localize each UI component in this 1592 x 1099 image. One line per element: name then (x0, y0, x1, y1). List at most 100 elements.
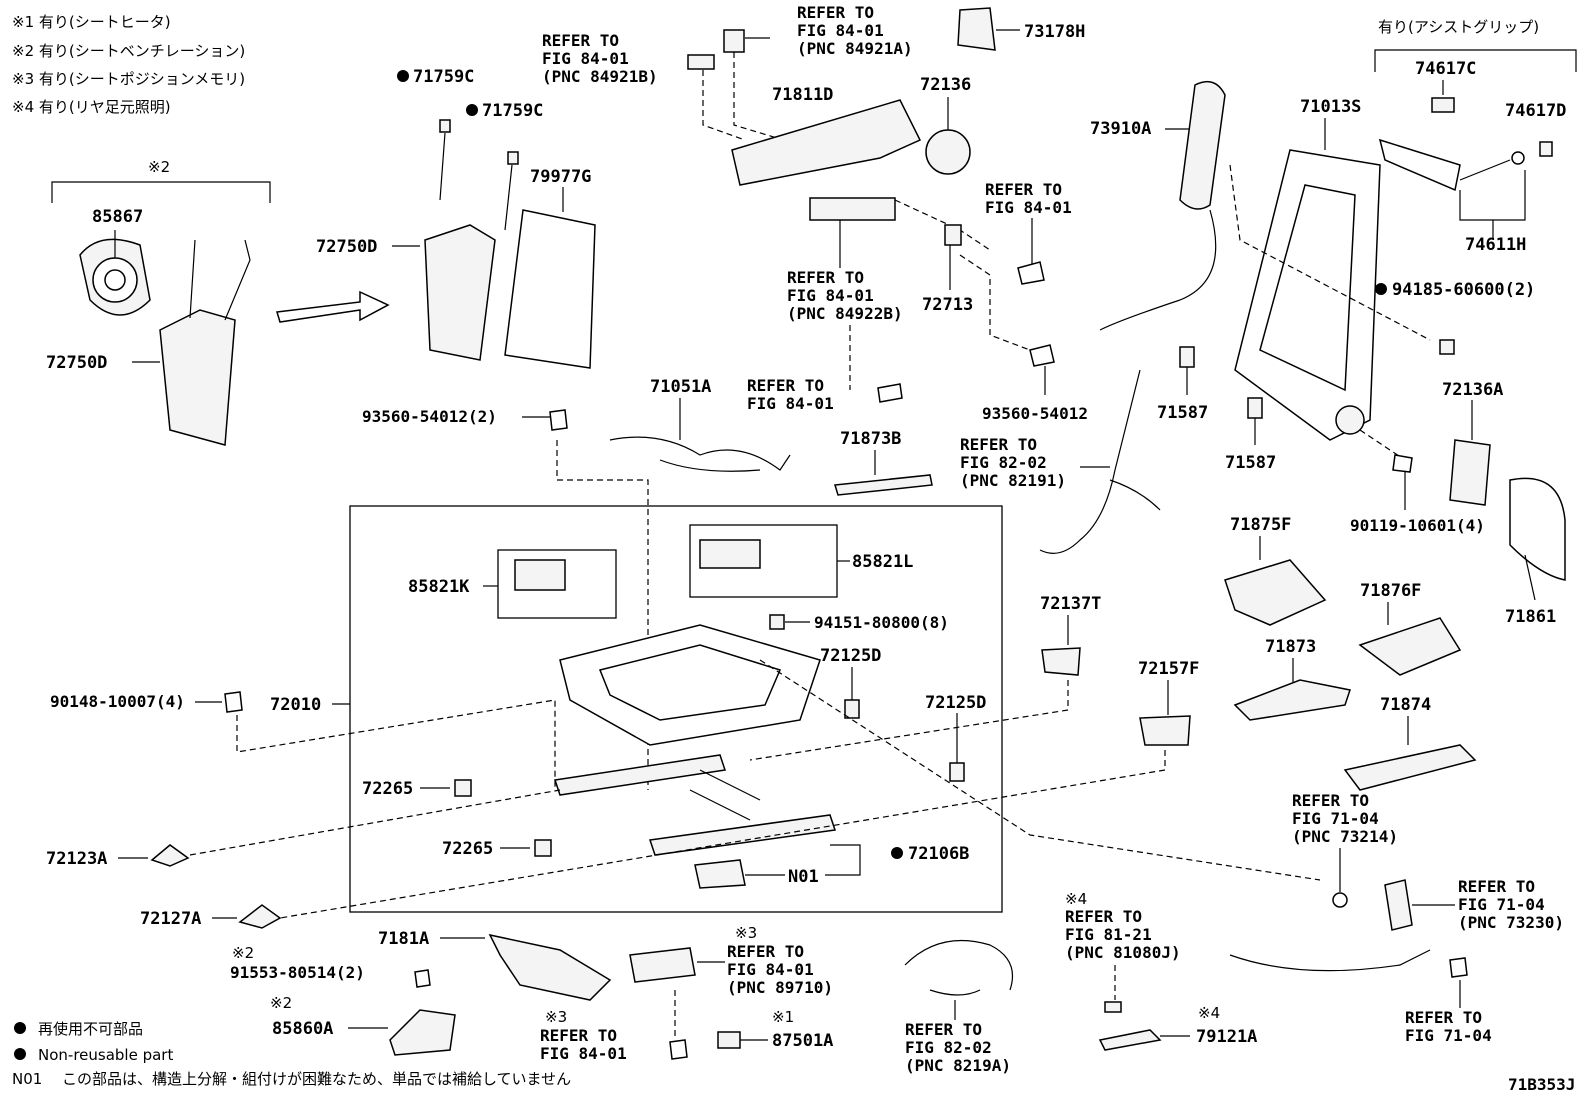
label-72106B: 72106B (908, 844, 969, 864)
part-buckle (1384, 879, 1413, 931)
screw (1029, 344, 1055, 367)
label-72137T: 72137T (1040, 594, 1101, 614)
refer-r1: REFER TO FIG 84-01 (PNC 84921B) (542, 31, 658, 86)
motor-box-85821K (497, 549, 617, 619)
part-72137T (1041, 647, 1081, 676)
label-90148-10007: 90148-10007(4) (50, 692, 185, 711)
label-91553-80514: 91553-80514(2) (230, 963, 365, 982)
refer-r7: REFER TO FIG 71-04 (PNC 73214) (1292, 791, 1398, 846)
label-71811D: 71811D (772, 85, 833, 105)
part-85821K-motor (514, 559, 566, 591)
mark-vent-c: ※2 (270, 994, 292, 1012)
label-71587-b: 71587 (1225, 453, 1276, 473)
label-73178H: 73178H (1024, 22, 1085, 42)
svg-text:(PNC 73230): (PNC 73230) (1458, 913, 1564, 932)
svg-text:FIG 84-01: FIG 84-01 (985, 198, 1072, 217)
notes-block: ※1 有り(シートヒータ) ※2 有り(シートベンチレーション) ※3 有り(シ… (12, 13, 245, 116)
part-seat-rail-upper (554, 754, 726, 796)
label-71051A: 71051A (650, 377, 711, 397)
mark-vent: ※2 (148, 158, 170, 176)
label-94185-60600: 94185-60600(2) (1392, 280, 1535, 300)
part-72750D-heater-back (424, 224, 496, 361)
part-72265-b (534, 839, 552, 857)
label-71759C-b: 71759C (482, 101, 543, 121)
label-87501A: 87501A (772, 1031, 833, 1051)
part-72750D-heater-left (159, 309, 236, 446)
refer-r4: REFER TO FIG 84-01 (PNC 84922B) (787, 268, 903, 323)
screw (1392, 454, 1413, 473)
label-7181A: 7181A (378, 929, 429, 949)
legend-n01-code: N01 (12, 1070, 42, 1088)
svg-text:FIG 71-04: FIG 71-04 (1405, 1026, 1492, 1045)
label-71861: 71861 (1505, 607, 1556, 627)
svg-text:REFER TO: REFER TO (1065, 907, 1142, 926)
part-72125D-b (949, 762, 965, 782)
svg-text:REFER TO: REFER TO (905, 1020, 982, 1039)
part-71811D-cover (731, 99, 922, 186)
label-74611H: 74611H (1465, 235, 1526, 255)
part-74617D (1539, 141, 1553, 157)
refer-r13: REFER TO FIG 81-21 (PNC 81080J) (1065, 907, 1181, 962)
part-71861-headrest (1509, 477, 1566, 581)
label-71587-a: 71587 (1157, 403, 1208, 423)
svg-text:REFER TO: REFER TO (1405, 1008, 1482, 1027)
refer-r10: REFER TO FIG 84-01 (PNC 89710) (727, 942, 833, 997)
label-71873: 71873 (1265, 637, 1316, 657)
part-module-89710 (629, 947, 696, 983)
label-93560-54012-2: 93560-54012(2) (362, 407, 497, 426)
nonreusable-dot (891, 847, 903, 859)
svg-text:(PNC 84921A): (PNC 84921A) (797, 39, 913, 58)
svg-text:FIG 84-01: FIG 84-01 (542, 49, 629, 68)
mark-memory-b: ※3 (545, 1008, 567, 1026)
label-85860A: 85860A (272, 1019, 333, 1039)
svg-text:REFER TO: REFER TO (960, 435, 1037, 454)
part-seat-rail-lower (649, 814, 836, 856)
screw (669, 1039, 688, 1060)
svg-text:REFER TO: REFER TO (747, 376, 824, 395)
part-nut (1439, 339, 1455, 355)
label-85867: 85867 (92, 207, 143, 227)
part-71876F (1358, 617, 1462, 676)
label-72750D-back: 72750D (316, 237, 377, 257)
screw (224, 691, 243, 713)
svg-text:REFER TO: REFER TO (797, 3, 874, 22)
arrow-right (276, 290, 390, 323)
part-71875F (1224, 559, 1327, 626)
legend-dot-en (14, 1048, 26, 1060)
label-72125D-b: 72125D (925, 693, 986, 713)
svg-text:(PNC 73214): (PNC 73214) (1292, 827, 1398, 846)
svg-text:REFER TO: REFER TO (542, 31, 619, 50)
label-71874: 71874 (1380, 695, 1431, 715)
svg-text:(PNC 81080J): (PNC 81080J) (1065, 943, 1181, 962)
part-71873 (1233, 679, 1351, 721)
part-7181A-cover (488, 933, 612, 1001)
label-94151-80800: 94151-80800(8) (814, 613, 949, 632)
mark-footlight-b: ※4 (1198, 1004, 1220, 1022)
refer-r3: REFER TO FIG 84-01 (985, 180, 1072, 217)
svg-text:FIG 84-01: FIG 84-01 (787, 286, 874, 305)
group-label-assist: 有り(アシストグリップ) (1378, 18, 1539, 36)
legend-jp: 再使用不可部品 (38, 1020, 143, 1038)
part-71587-a (1179, 346, 1195, 368)
part-72127A (238, 904, 282, 929)
label-71873B: 71873B (840, 429, 901, 449)
part-switch-84921B (687, 54, 715, 70)
svg-text:(PNC 89710): (PNC 89710) (727, 978, 833, 997)
part-72265-a (454, 779, 472, 797)
legend-en: Non-reusable part (38, 1046, 173, 1064)
label-72157F: 72157F (1138, 659, 1199, 679)
part-ring (1332, 892, 1348, 908)
part-harness-82191 (1039, 369, 1161, 554)
seat-frame-group-box (349, 505, 1003, 913)
group-bracket-assist (1374, 49, 1577, 72)
part-72157F (1139, 715, 1191, 746)
label-72125D-a: 72125D (820, 646, 881, 666)
mark-vent-b: ※2 (232, 944, 254, 962)
svg-text:REFER TO: REFER TO (787, 268, 864, 287)
part-switch-84921A (723, 29, 745, 53)
label-72010: 72010 (270, 695, 321, 715)
svg-text:FIG 84-01: FIG 84-01 (727, 960, 814, 979)
part-71051A-harness (609, 436, 791, 471)
legend-n01-text: この部品は、構造上分解・組付けが困難なため、単品では補給していません (62, 1070, 571, 1088)
label-72265-a: 72265 (362, 779, 413, 799)
